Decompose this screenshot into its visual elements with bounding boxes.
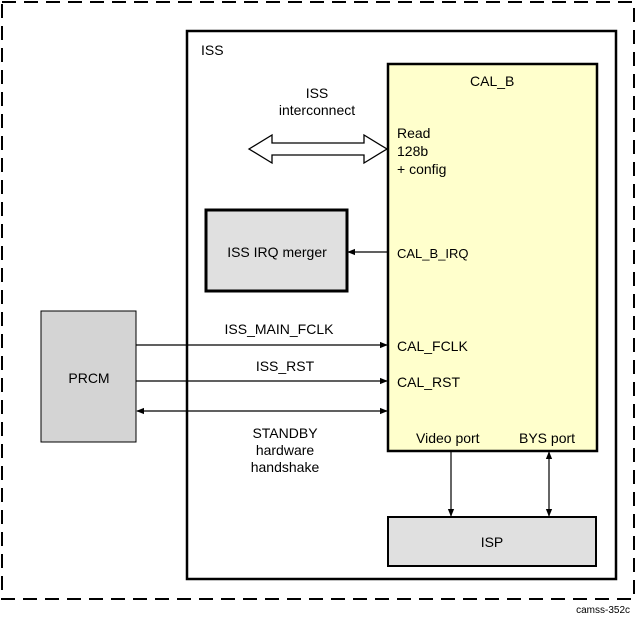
iss-interconnect-label-line1: ISS: [306, 85, 329, 101]
prcm-block: [40, 310, 137, 443]
cal-b-fclk-port: CAL_FCLK: [397, 338, 468, 354]
iss-interconnect-double-arrow: [247, 133, 389, 165]
cal-b-read-line1: Read: [397, 125, 430, 141]
outer-boundary: [1, 1, 635, 600]
cal-b-video-port: Video port: [416, 430, 480, 446]
standby-label-line1: STANDBY: [252, 425, 318, 441]
main-fclk-label: ISS_MAIN_FCLK: [225, 321, 335, 337]
iss-interconnect-label-line2: interconnect: [279, 102, 355, 118]
cal-b-title: CAL_B: [470, 73, 514, 89]
figure-id: camss-352c: [576, 605, 630, 616]
cal-b-bys-port: BYS port: [519, 430, 575, 446]
iss-label: ISS: [201, 42, 224, 58]
isp-block: [387, 516, 597, 567]
standby-label-line3: handshake: [251, 459, 320, 475]
cal-b-block: [386, 62, 599, 453]
cal-b-irq-port: CAL_B_IRQ: [397, 246, 469, 261]
standby-label-line2: hardware: [256, 442, 315, 458]
rst-label: ISS_RST: [256, 358, 315, 374]
irq-merger-label: ISS IRQ merger: [227, 244, 327, 260]
cal-b-read-line3: + config: [397, 161, 446, 177]
cal-b-rst-port: CAL_RST: [397, 374, 460, 390]
prcm-label: PRCM: [68, 370, 109, 386]
cal-b-read-line2: 128b: [397, 143, 428, 159]
isp-label: ISP: [481, 534, 504, 550]
irq-merger-block: [204, 208, 349, 293]
